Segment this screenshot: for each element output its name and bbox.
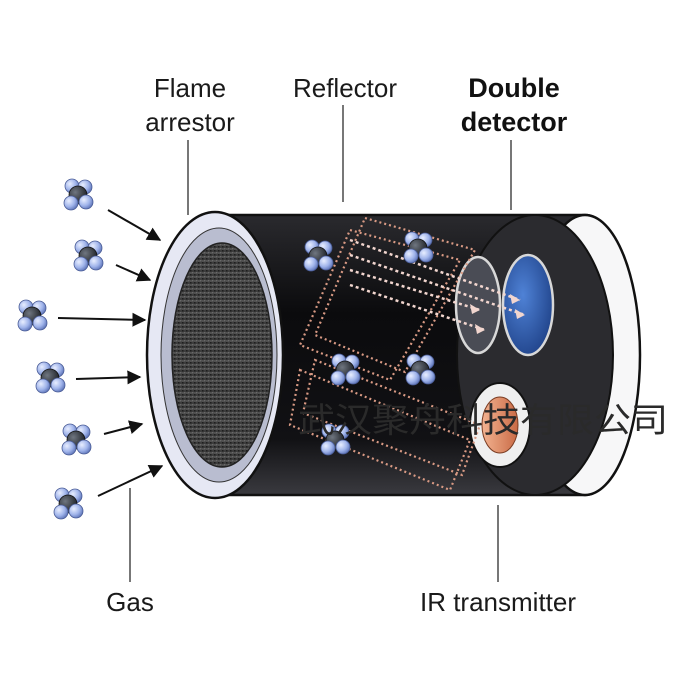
ir-beam-rays — [349, 238, 526, 332]
label-double-detector-line1: Double — [468, 73, 560, 103]
label-double-detector-line2: detector — [461, 107, 568, 137]
mesh-grid — [171, 242, 273, 468]
arrow-right-icon — [57, 312, 147, 327]
arrow-right-icon — [97, 465, 164, 497]
gas-molecule-icon — [53, 487, 84, 520]
watermark-text: 武汉聚舟科技有限公司 — [298, 401, 668, 441]
gas-molecule-icon — [35, 361, 66, 394]
label-gas: Gas — [106, 587, 154, 617]
gas-molecule-icon — [17, 299, 48, 332]
detector-plate — [454, 214, 614, 496]
gas-molecule-icon — [61, 423, 92, 456]
gas-molecule-icon — [73, 239, 104, 272]
detector-blue-window — [501, 253, 555, 357]
label-reflector: Reflector — [293, 73, 397, 103]
label-ir-transmitter: IR transmitter — [420, 587, 576, 617]
arrow-right-icon — [115, 264, 152, 282]
label-flame-arrestor-line1: Flame — [154, 73, 226, 103]
leader-lines — [129, 105, 512, 582]
arrow-right-icon — [107, 209, 162, 241]
label-flame-arrestor-line2: arrestor — [145, 107, 235, 137]
gas-inflow — [17, 178, 164, 520]
gas-molecule-icon — [63, 178, 94, 211]
labels: Flame arrestor Reflector Double detector… — [106, 73, 576, 617]
ray-arrowheads — [470, 294, 525, 334]
arrow-right-icon — [75, 370, 142, 385]
arrow-right-icon — [103, 420, 144, 435]
detector-grey-window — [454, 255, 502, 355]
flame-arrestor — [145, 210, 285, 500]
